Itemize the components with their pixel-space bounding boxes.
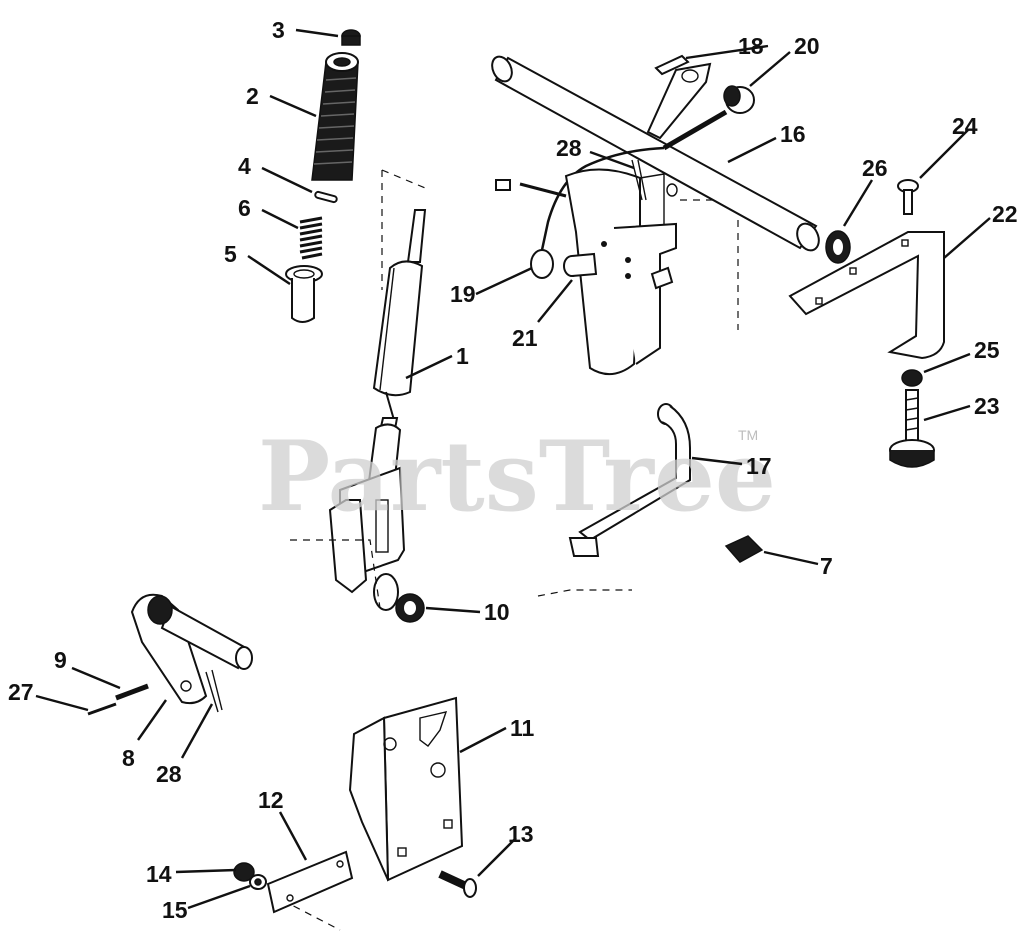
callout-7: 7 bbox=[820, 553, 833, 579]
part-21-bushing bbox=[563, 252, 598, 277]
part-9-pin bbox=[115, 683, 149, 701]
part-20-knob bbox=[723, 85, 755, 114]
callout-21: 21 bbox=[512, 325, 538, 351]
callout-10: 10 bbox=[484, 599, 510, 625]
watermark: PartsTree TM bbox=[258, 420, 776, 533]
part-22-bracket bbox=[788, 231, 945, 360]
part-bracket-block bbox=[495, 168, 678, 375]
callout-20: 20 bbox=[794, 33, 820, 59]
callout-17: 17 bbox=[746, 453, 772, 479]
callout-9: 9 bbox=[54, 647, 67, 673]
part-8-arm bbox=[130, 593, 253, 705]
watermark-tm: TM bbox=[738, 427, 758, 443]
part-27-pin bbox=[87, 702, 117, 716]
part-1-lever bbox=[328, 209, 427, 611]
callout-11: 11 bbox=[510, 715, 535, 741]
callout-1: 1 bbox=[456, 343, 469, 369]
part-13-bolt bbox=[438, 870, 477, 898]
callout-24: 24 bbox=[952, 113, 978, 139]
part-3-cap bbox=[341, 29, 361, 46]
part-19-loop bbox=[530, 249, 554, 279]
callout-13: 13 bbox=[508, 821, 534, 847]
part-23-adjuster bbox=[889, 389, 935, 468]
part-17-rod bbox=[568, 403, 691, 557]
callout-labels: 3 2 4 6 5 1 18 20 16 28 19 21 24 26 22 2… bbox=[8, 17, 1018, 923]
callout-12: 12 bbox=[258, 787, 284, 813]
part-28-cotter-lower bbox=[205, 669, 223, 713]
part-26-washer bbox=[825, 230, 851, 264]
part-15-lockwasher bbox=[249, 874, 267, 890]
callout-6: 6 bbox=[238, 195, 251, 221]
callout-22: 22 bbox=[992, 201, 1018, 227]
callout-16: 16 bbox=[780, 121, 806, 147]
part-12-strap bbox=[266, 850, 354, 914]
part-10-washer bbox=[395, 593, 425, 623]
part-24-bolt bbox=[897, 179, 919, 215]
callout-18: 18 bbox=[738, 33, 764, 59]
callout-28-top: 28 bbox=[556, 135, 582, 161]
part-5-sleeve bbox=[285, 265, 323, 323]
callout-2: 2 bbox=[246, 83, 259, 109]
part-4-pin bbox=[314, 190, 338, 204]
part-2-grip bbox=[311, 52, 359, 181]
callout-8: 8 bbox=[122, 745, 135, 771]
callout-25: 25 bbox=[974, 337, 1000, 363]
callout-5: 5 bbox=[224, 241, 237, 267]
part-lever-arm bbox=[646, 62, 712, 140]
callout-28-lower: 28 bbox=[156, 761, 182, 787]
callout-27: 27 bbox=[8, 679, 34, 705]
callout-19: 19 bbox=[450, 281, 476, 307]
part-7-pad bbox=[724, 535, 764, 563]
part-25-nut bbox=[901, 369, 923, 387]
leader-lines bbox=[35, 28, 991, 910]
cable bbox=[540, 109, 728, 251]
part-18-clip bbox=[654, 54, 690, 76]
part-11-plate bbox=[348, 696, 464, 882]
part-6-spring bbox=[299, 216, 323, 260]
callout-15: 15 bbox=[162, 897, 188, 923]
callout-3: 3 bbox=[272, 17, 285, 43]
callout-4: 4 bbox=[238, 153, 251, 179]
callout-14: 14 bbox=[146, 861, 172, 887]
watermark-text: PartsTree bbox=[258, 420, 776, 533]
callout-26: 26 bbox=[862, 155, 888, 181]
callout-23: 23 bbox=[974, 393, 1000, 419]
part-16-tube bbox=[491, 55, 820, 252]
part-14-nut bbox=[233, 862, 255, 882]
